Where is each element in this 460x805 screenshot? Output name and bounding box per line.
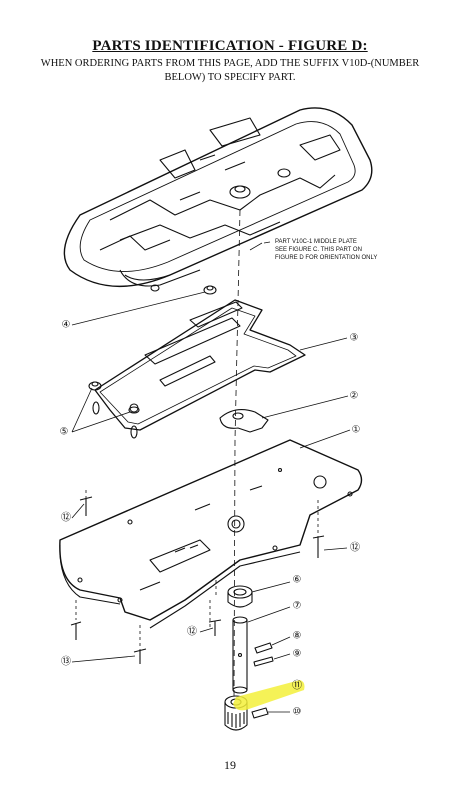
page-number: 19	[224, 758, 236, 772]
callout-7: ⑦	[293, 601, 302, 612]
callout-6: ⑥	[293, 575, 302, 586]
callout-13: ⑬	[61, 656, 71, 668]
part-1-base-plate	[59, 439, 363, 629]
part-11-highlight	[233, 680, 305, 711]
callout-12-left: ⑫	[61, 512, 71, 524]
callout-8: ⑧	[293, 631, 302, 642]
part-7-shaft	[232, 616, 248, 694]
callout-10: ⑩	[293, 707, 302, 718]
callout-4: ④	[62, 320, 71, 331]
callout-5: ⑤	[60, 427, 69, 438]
callout-11: ⑪	[292, 680, 302, 692]
part-3-slide-plate	[94, 299, 306, 431]
page-subtitle: WHEN ORDERING PARTS FROM THIS PAGE, ADD …	[40, 58, 420, 83]
part-8-9-pins	[253, 642, 274, 667]
part-12-screws	[79, 496, 325, 636]
page-title: PARTS IDENTIFICATION - FIGURE D:	[92, 38, 368, 54]
part-4-washer	[203, 285, 217, 295]
part-5-washers	[88, 381, 140, 439]
callout-1: ①	[352, 425, 361, 436]
part-2-cam	[219, 409, 269, 433]
callout-12-right: ⑫	[350, 542, 360, 554]
middle-plate-note-line-1: PART V10C-1 MIDDLE PLATE	[275, 239, 357, 245]
part-6-bushing	[227, 585, 253, 608]
callout-12-center: ⑫	[187, 626, 197, 638]
middle-plate-note-line-2: SEE FIGURE C. THIS PART ON	[275, 247, 362, 253]
callout-3: ③	[350, 333, 359, 344]
callout-9: ⑨	[293, 649, 302, 660]
middle-plate-drawing	[63, 107, 373, 292]
part-13-screws	[70, 621, 147, 664]
callout-2: ②	[350, 391, 359, 402]
part-10-set-screw	[251, 707, 269, 719]
middle-plate-note-line-3: FIGURE D FOR ORIENTATION ONLY	[275, 255, 377, 261]
